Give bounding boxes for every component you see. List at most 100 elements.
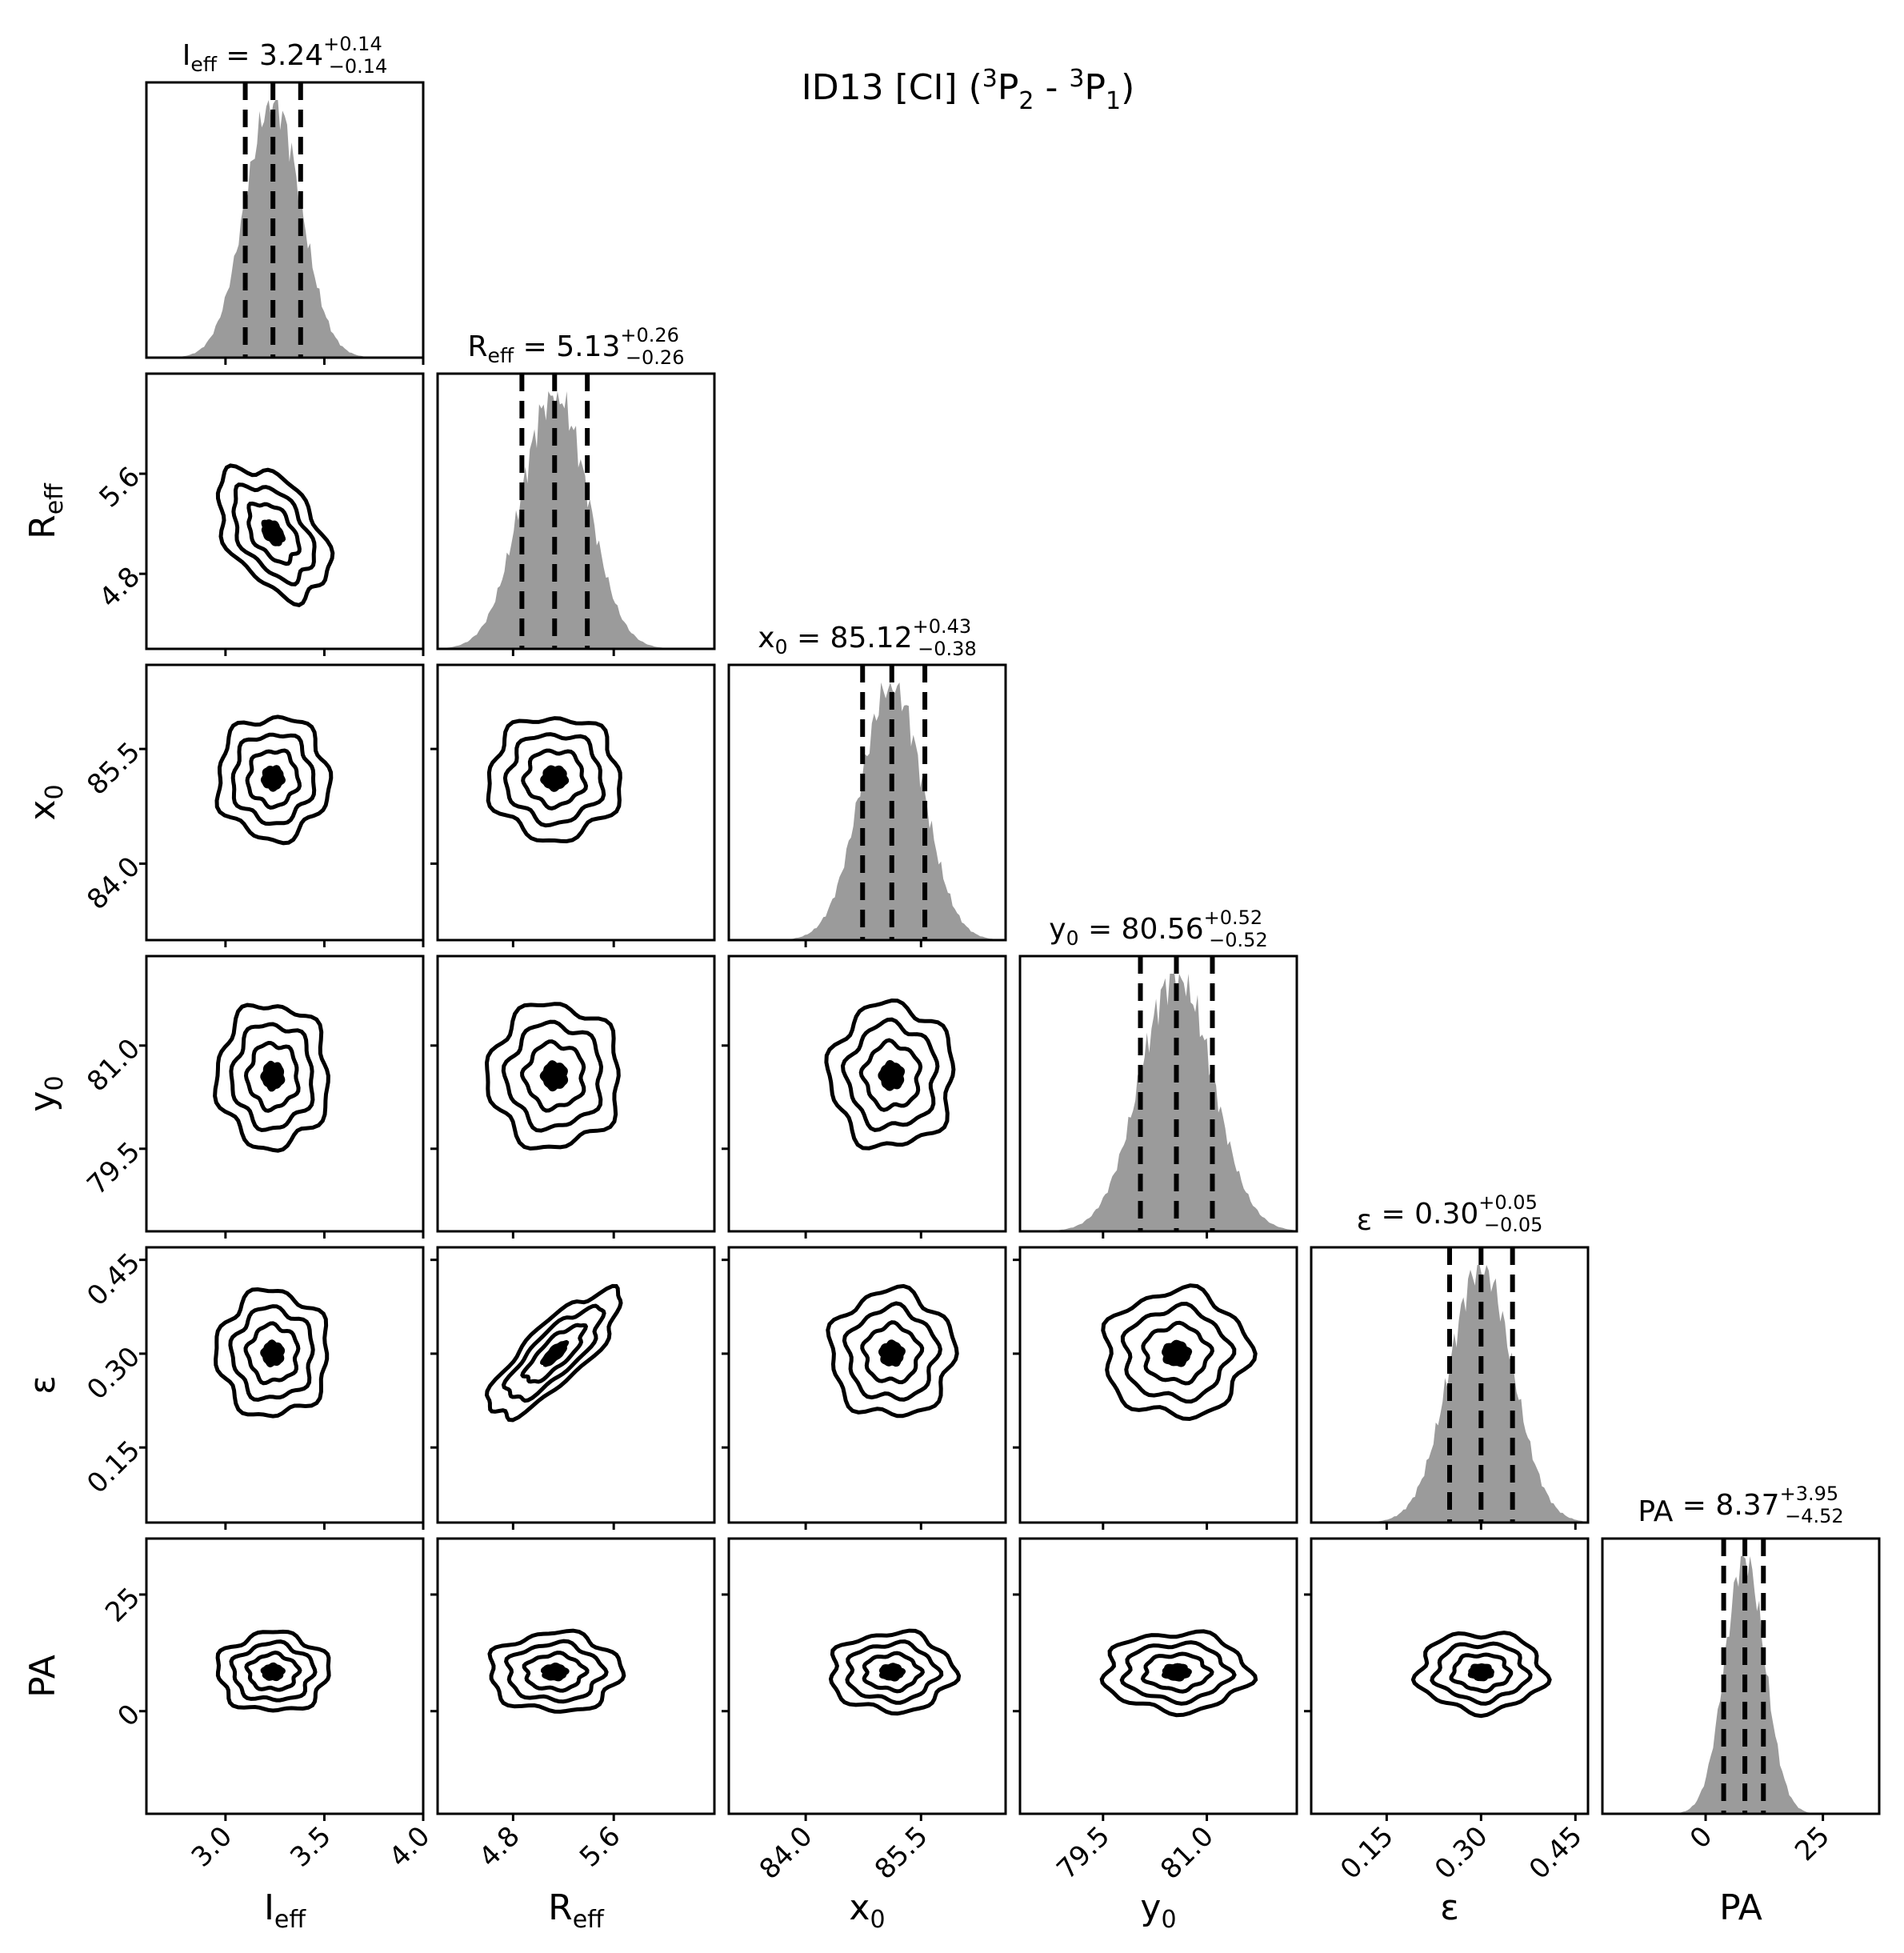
y-tick-label: 0.15 (81, 1435, 146, 1500)
contour-panel-PA-vs-Reff (430, 1537, 716, 1821)
contour-level-1 (1140, 1651, 1214, 1694)
contour-level-3 (1099, 1629, 1258, 1718)
contour-level-3 (214, 1287, 330, 1419)
contour-level-1 (522, 1651, 590, 1693)
contour-core (260, 1662, 286, 1682)
contour-level-3 (215, 463, 335, 607)
contour-level-2 (228, 1304, 315, 1403)
panel-frame (436, 372, 716, 650)
x-tick-label: 5.6 (574, 1820, 627, 1874)
panel-frame (727, 1537, 1007, 1815)
contour-panel-Reff-vs-Ieff (139, 372, 425, 656)
contour-panel-eps-vs-Ieff (139, 1246, 425, 1530)
contour-level-3 (486, 716, 622, 844)
contour-level-2 (502, 732, 606, 828)
contour-level-1 (1141, 1320, 1214, 1386)
y-tick-label: 79.5 (81, 1136, 146, 1202)
x-tick-label: 4.8 (473, 1820, 526, 1874)
panel-frame (436, 1246, 716, 1524)
contour-level-2 (231, 482, 317, 586)
figure-title: ID13 [CI] (3P2 - 3P1) (802, 65, 1135, 115)
contour-core (539, 1339, 570, 1367)
y-axis-label-eps: ε (22, 1375, 63, 1395)
panel-frame (145, 81, 425, 359)
histogram-PA (1602, 1556, 1879, 1814)
panel-frame (727, 1246, 1007, 1524)
panel-frame (727, 663, 1007, 942)
x-tick-label: 0.30 (1429, 1820, 1494, 1886)
contour-level-1 (520, 1323, 589, 1384)
contour-level-2 (840, 1017, 940, 1132)
contour-level-2 (501, 1303, 606, 1403)
y-tick-label: 4.8 (93, 561, 146, 614)
contour-level-2 (229, 1022, 315, 1133)
panel-frame (1018, 1246, 1298, 1524)
y-axis-label-Reff: Reff (22, 482, 69, 539)
x-tick-label: 3.5 (284, 1820, 338, 1874)
y-axis-label-PA: PA (22, 1655, 63, 1698)
contour-core (260, 1060, 286, 1092)
contour-panel-x0-vs-Reff (430, 663, 716, 947)
contour-panel-y0-vs-Ieff (139, 954, 425, 1239)
x-tick-label: 85.5 (869, 1820, 934, 1886)
panel-frame (145, 954, 425, 1233)
x-axis-label-Ieff: Ieff (264, 1887, 306, 1934)
contour-core (878, 1663, 906, 1682)
contour-level-2 (845, 1639, 944, 1705)
contour-core (541, 1662, 570, 1682)
contour-level-1 (858, 1038, 923, 1112)
contour-level-2 (503, 1639, 609, 1704)
contour-level-1 (1449, 1652, 1514, 1694)
hist-panel-x0: x0 = 85.12+0.43−0.38 (727, 615, 1007, 947)
contour-panel-eps-vs-y0 (1013, 1246, 1298, 1530)
contour-level-1 (520, 1039, 586, 1113)
contour-core (1162, 1339, 1193, 1367)
contour-level-1 (244, 1650, 302, 1692)
contour-level-3 (824, 998, 956, 1151)
panel-frame (436, 1537, 716, 1815)
x-tick-label: 79.5 (1050, 1820, 1116, 1886)
contour-level-2 (842, 1301, 942, 1402)
contour-core (261, 519, 286, 546)
contour-core (1467, 1663, 1494, 1682)
panel-frame (1601, 1537, 1881, 1815)
contour-level-2 (1120, 1301, 1237, 1404)
y-tick-label: 0.45 (81, 1247, 146, 1312)
x-tick-label: 81.0 (1154, 1820, 1220, 1886)
hist-title-x0: x0 = 85.12+0.43−0.38 (758, 615, 976, 660)
contour-level-3 (213, 1003, 330, 1153)
hist-title-Ieff: Ieff = 3.24+0.14−0.14 (182, 33, 388, 78)
x-axis-label-eps: ε (1440, 1887, 1459, 1928)
contour-panel-PA-vs-Ieff (139, 1537, 425, 1821)
x-tick-label: 25 (1789, 1820, 1836, 1867)
contour-level-3 (1410, 1631, 1552, 1719)
y-tick-label: 84.0 (81, 850, 146, 916)
hist-panel-eps: ε = 0.30+0.05−0.05 (1310, 1191, 1590, 1530)
contour-panel-PA-vs-eps (1304, 1537, 1590, 1821)
contour-level-2 (1430, 1641, 1533, 1706)
contour-core (260, 765, 286, 792)
hist-title-PA: PA = 8.37+3.95−4.52 (1638, 1483, 1843, 1528)
x-axis-label-x0: x0 (849, 1887, 885, 1934)
contour-level-2 (501, 1019, 604, 1133)
panel-frame (1310, 1537, 1590, 1815)
hist-title-y0: y0 = 80.56+0.52−0.52 (1049, 906, 1267, 951)
x-tick-label: 3.0 (186, 1820, 239, 1874)
contour-level-1 (243, 1040, 301, 1113)
panel-frame (145, 1537, 425, 1815)
panel-frame (727, 954, 1007, 1233)
panel-frame (1310, 1246, 1590, 1524)
panel-frame (1018, 1537, 1298, 1815)
x-axis-label-y0: y0 (1140, 1887, 1176, 1934)
hist-panel-Ieff: Ieff = 3.24+0.14−0.14 (145, 33, 425, 365)
contour-level-3 (1101, 1283, 1258, 1422)
hist-title-eps: ε = 0.30+0.05−0.05 (1357, 1191, 1543, 1237)
contour-level-3 (215, 1629, 331, 1713)
contour-level-3 (826, 1283, 959, 1419)
y-tick-label: 0 (111, 1698, 146, 1733)
x-tick-label: 84.0 (754, 1820, 819, 1886)
y-axis-label-x0: x0 (22, 784, 69, 820)
contour-panel-x0-vs-Ieff (139, 663, 425, 947)
